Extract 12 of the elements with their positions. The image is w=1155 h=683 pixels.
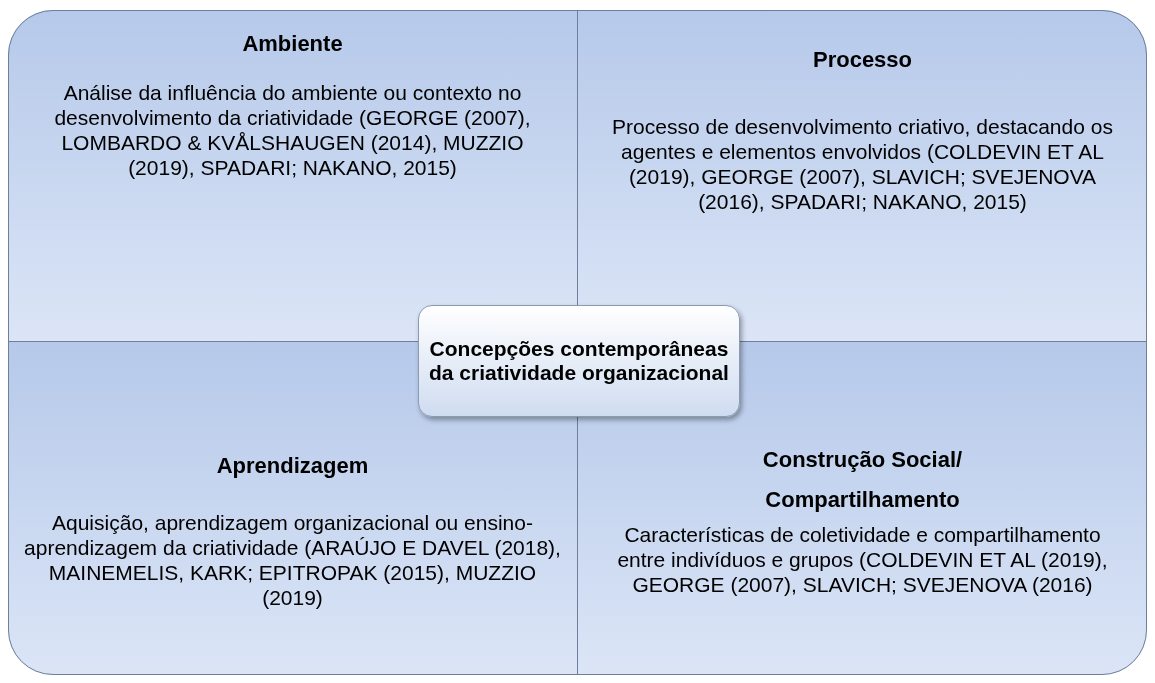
quadrant-panel bbox=[8, 10, 578, 342]
quadrant-panel bbox=[578, 10, 1147, 342]
quadrant-heading: Construção Social/ Compartilhamento bbox=[761, 446, 964, 514]
quadrant-description: Análise da influência do ambiente ou contexto no desenvolvimento da criatividade (GEORGE (2007), LOMBARDO & KVÅLSHAUGEN (2014), MUZZIO (2019), SPADARI; NAKANO, 2015) bbox=[53, 80, 532, 180]
center-title: Concepções contemporâneas da criatividade organizacional bbox=[429, 337, 729, 385]
quadrant-heading: Processo bbox=[812, 46, 913, 74]
quadrant-description: Aquisição, aprendizagem organizacional ou ensino-aprendizagem da criatividade (ARAÚJO E DAVEL (2018), MAINEMELIS, KARK; EPITROPAK (2015), MUZZIO (2019) bbox=[23, 510, 562, 610]
quadrant-description: Processo de desenvolvimento criativo, destacando os agentes e elementos envolvidos (COLDEVIN ET AL (2019), GEORGE (2007), SLAVICH; SVEJENOVA (2016), SPADARI; NAKANO, 2015) bbox=[611, 114, 1114, 214]
quadrant-heading: Aprendizagem bbox=[216, 452, 369, 480]
center-box bbox=[418, 305, 740, 417]
quadrant-heading: Ambiente bbox=[242, 30, 343, 58]
quadrant-description: Características de coletividade e compartilhamento entre indivíduos e grupos (COLDEVIN ET AL (2019), GEORGE (2007), SLAVICH; SVEJENOVA (2016) bbox=[616, 522, 1109, 597]
